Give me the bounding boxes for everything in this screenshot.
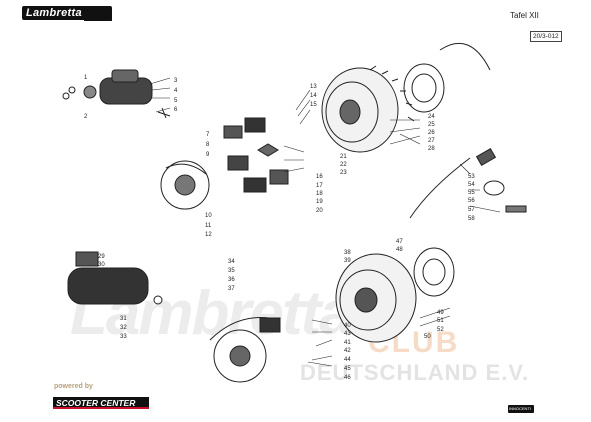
part-number: 38 (344, 250, 351, 256)
scooter-center-bar (53, 407, 149, 409)
part-number: 55 (468, 190, 475, 196)
part-number: 6 (174, 107, 178, 113)
part-number: 42 (344, 348, 351, 354)
part-number: 16 (316, 174, 323, 180)
part-number: 41 (344, 340, 351, 346)
part-number: 54 (468, 182, 475, 188)
flywheel-cover-lower (413, 247, 455, 297)
part-number: 10 (205, 213, 212, 219)
part-number: 5 (174, 98, 178, 104)
part-number: 45 (344, 366, 351, 372)
brand-name: Lambretta (26, 7, 82, 19)
scooter-center-text: SCOOTER CENTER (56, 398, 136, 408)
part-number: 52 (437, 327, 444, 333)
part-number: 32 (120, 325, 127, 331)
part-number: 57 (468, 207, 475, 213)
part-number: 37 (228, 286, 235, 292)
flywheel-cover-upper (403, 63, 445, 113)
innocenti-logo: INNOCENTI (508, 405, 534, 413)
part-number: 2 (84, 114, 88, 120)
part-number: 27 (428, 138, 435, 144)
part-number: 29 (98, 254, 105, 260)
part-number: 25 (428, 122, 435, 128)
part-number: 4 (174, 88, 178, 94)
flywheel-lower (335, 253, 417, 343)
part-number: 21 (340, 154, 347, 160)
part-number: 51 (437, 318, 444, 324)
part-number: 15 (310, 102, 317, 108)
part-number: 31 (120, 316, 127, 322)
part-number: 26 (428, 130, 435, 136)
part-number: 3 (174, 78, 178, 84)
part-number: 36 (228, 277, 235, 283)
part-number: 17 (316, 183, 323, 189)
part-number: 7 (206, 132, 210, 138)
part-number: 47 (396, 239, 403, 245)
part-number: 40 (344, 323, 351, 329)
part-number: 11 (205, 223, 212, 229)
part-number: 30 (98, 262, 105, 268)
ht-lead-spark-plug (409, 147, 527, 219)
part-number: 48 (396, 247, 403, 253)
part-number: 46 (344, 375, 351, 381)
watermark-deutschland: DEUTSCHLAND E.V. (300, 360, 530, 385)
regulator-cylinder (67, 251, 163, 305)
part-number: 28 (428, 146, 435, 152)
part-number-labels: 1 2 3 4 5 6 7 8 9 10 11 12 13 14 15 16 1… (84, 75, 475, 381)
part-number: 24 (428, 114, 435, 120)
part-number: 44 (344, 357, 351, 363)
part-number: 12 (205, 232, 212, 238)
part-number: 33 (120, 334, 127, 340)
stator-plate-upper (160, 160, 210, 210)
plate-code: 20/3-012 (530, 31, 562, 42)
ignition-coil-parts (223, 117, 289, 193)
part-number: 39 (344, 258, 351, 264)
plate-title: Tafel XII (510, 11, 539, 20)
part-number: 18 (316, 191, 323, 197)
stator-plate-lower (209, 317, 281, 383)
part-number: 43 (344, 331, 351, 337)
part-number: 23 (340, 170, 347, 176)
starter-motor-part (62, 69, 171, 119)
lambretta-logo: Lambretta (22, 6, 112, 20)
scooter-center-logo[interactable]: SCOOTER CENTER (53, 397, 149, 409)
part-number: 35 (228, 268, 235, 274)
part-number: 13 (310, 84, 317, 90)
part-number: 22 (340, 162, 347, 168)
part-number: 8 (206, 142, 210, 148)
brand-sub-logo: INNOCENTI (84, 14, 112, 21)
part-number: 53 (468, 174, 475, 180)
part-number: 9 (206, 152, 210, 158)
part-number: 58 (468, 216, 475, 222)
circlip-spring (439, 42, 491, 71)
part-number: 19 (316, 199, 323, 205)
leader-lines (149, 77, 501, 367)
part-number: 20 (316, 208, 323, 214)
part-number: 56 (468, 198, 475, 204)
part-number: 1 (84, 75, 88, 81)
part-number: 49 (437, 310, 444, 316)
part-number: 50 (424, 334, 431, 340)
powered-by-label: powered by (54, 383, 93, 390)
innocenti-text: INNOCENTI (509, 406, 531, 411)
flywheel-upper (321, 65, 415, 153)
part-number: 14 (310, 93, 317, 99)
part-number: 34 (228, 259, 235, 265)
